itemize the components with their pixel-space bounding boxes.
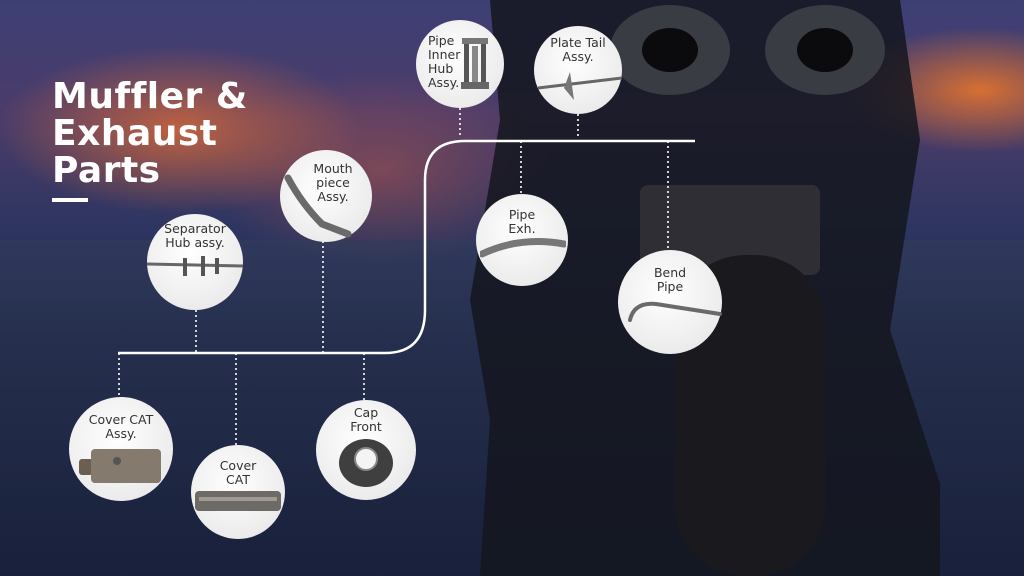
title-line: Exhaust: [52, 113, 218, 154]
cap-front-image: [339, 439, 393, 487]
part-label: Plate Tail Assy.: [550, 35, 606, 64]
bend-pipe-image: [628, 301, 722, 322]
part-pipe-exh[interactable]: Pipe Exh.: [476, 194, 568, 286]
part-label: Cap Front: [350, 405, 382, 434]
title-line: Parts: [52, 150, 161, 191]
main-connector: [118, 139, 695, 355]
part-separator-hub[interactable]: Separator Hub assy.: [147, 214, 243, 310]
part-label: Mouth piece Assy.: [313, 161, 353, 204]
title-line: Muffler &: [52, 76, 248, 117]
hub-part-image: [461, 38, 489, 89]
part-bend-pipe[interactable]: Bend Pipe: [618, 250, 722, 354]
part-cover-cat[interactable]: Cover CAT: [191, 445, 285, 539]
part-label: Cover CAT: [219, 458, 257, 487]
part-pipe-inner-hub[interactable]: Pipe Inner Hub Assy.: [416, 20, 504, 108]
title-underline: [52, 198, 88, 202]
page-title: Muffler & Exhaust Parts: [52, 78, 248, 189]
part-label: Pipe Inner Hub Assy.: [428, 33, 461, 90]
part-plate-tail[interactable]: Plate Tail Assy.: [534, 26, 622, 114]
part-cover-cat-assy[interactable]: Cover CAT Assy.: [69, 397, 173, 501]
mouthpiece-image: [284, 174, 352, 238]
cover-cat-assy-image: [79, 449, 161, 483]
part-cap-front[interactable]: Cap Front: [316, 400, 416, 500]
plate-tail-image: [538, 72, 622, 100]
cover-cat-image: [195, 491, 281, 511]
part-mouthpiece[interactable]: Mouth piece Assy.: [280, 150, 372, 242]
part-label: Separator Hub assy.: [164, 221, 226, 250]
part-label: Bend Pipe: [653, 265, 687, 294]
separator-hub-image: [147, 256, 243, 276]
pipe-exh-image: [480, 238, 566, 258]
part-label: Pipe Exh.: [508, 207, 536, 236]
part-label: Cover CAT Assy.: [88, 412, 154, 441]
